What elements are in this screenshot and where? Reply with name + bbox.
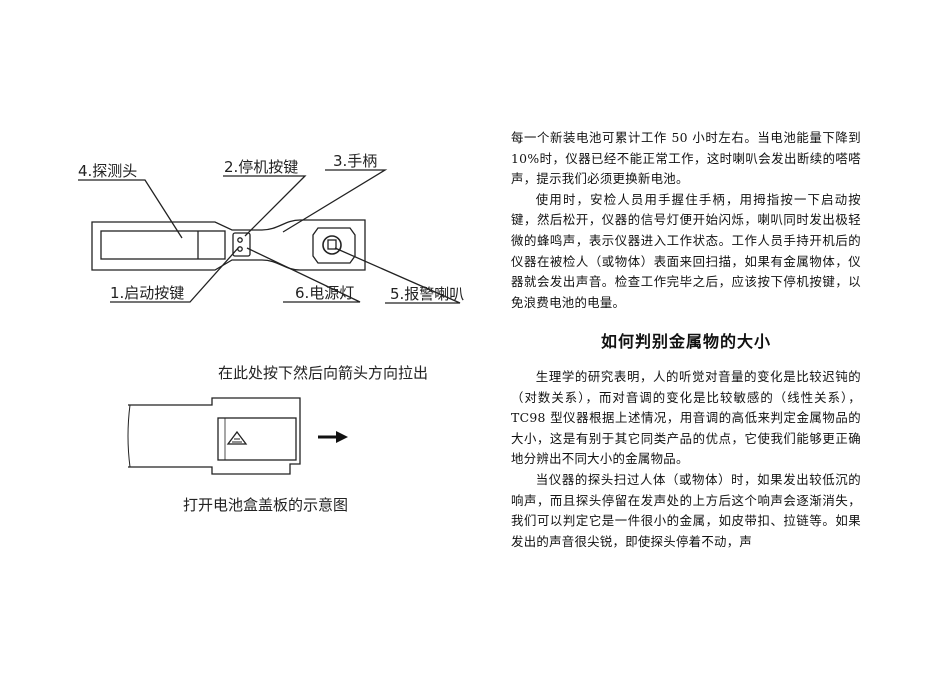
probe-window <box>100 230 226 260</box>
paragraph-battery: 每一个新装电池可累计工作 50 小时左右。当电池能量下降到 10%时，仪器已经不… <box>511 130 861 187</box>
paragraph-physiology: 生理学的研究表明，人的听觉对音量的变化是比较迟钝的（对数关系），而对音调的变化是… <box>511 368 861 467</box>
battery-instruction: 在此处按下然后向箭头方向拉出 <box>218 364 429 382</box>
press-mark-icon <box>226 430 248 445</box>
paragraph-usage: 使用时，安检人员用手握住手柄，用拇指按一下启动按键，然后松开，仪器的信号灯便开始… <box>511 191 861 310</box>
battery-body <box>128 397 301 475</box>
text-column: 每一个新装电池可累计工作 50 小时左右。当电池能量下降到 10%时，仪器已经不… <box>511 128 861 552</box>
label-probe: 4.探测头 <box>78 162 138 180</box>
label-handle: 3.手柄 <box>333 152 378 170</box>
battery-caption: 打开电池盒盖板的示意图 <box>183 496 349 514</box>
label-power-light: 6.电源灯 <box>295 284 355 302</box>
label-start-button: 1.启动按键 <box>110 284 185 302</box>
battery-cover <box>217 417 297 461</box>
paragraph-sound: 当仪器的探头扫过人体（或物体）时，如果发出较低沉的响声，而且探头停留在发声处的上… <box>511 471 861 549</box>
button-box <box>232 232 251 257</box>
section-heading: 如何判别金属物的大小 <box>600 332 771 352</box>
label-alarm-speaker: 5.报警喇叭 <box>390 285 465 303</box>
speaker-icon <box>322 235 342 255</box>
label-stop-button: 2.停机按键 <box>224 158 299 176</box>
detector-outline <box>91 219 366 271</box>
pull-direction-arrow-icon <box>318 431 348 443</box>
